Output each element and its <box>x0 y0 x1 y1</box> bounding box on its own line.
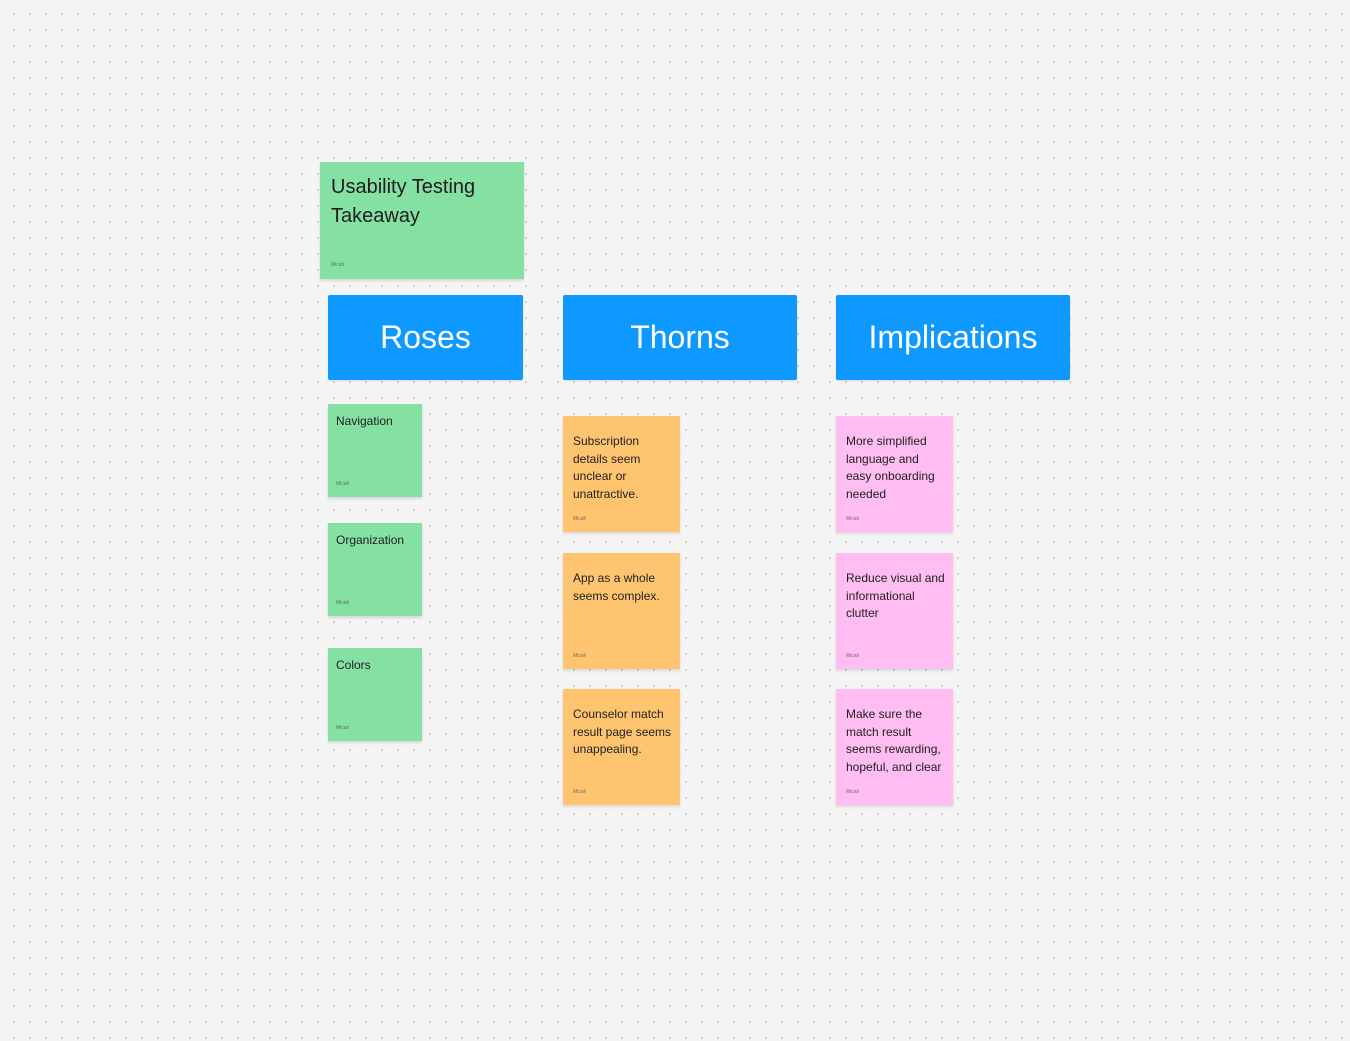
sticky-author: Micah <box>573 516 587 522</box>
sticky-author: Micah <box>846 516 860 522</box>
sticky-text: More simplified language and easy onboar… <box>846 434 935 501</box>
header-thorns[interactable]: Thorns <box>563 295 797 380</box>
header-implications-label: Implications <box>868 319 1038 355</box>
sticky-author: Micah <box>846 653 860 659</box>
sticky-text: Counselor match result page seems unappe… <box>573 707 672 756</box>
rose-note-colors[interactable]: Colors Micah <box>328 648 422 741</box>
sticky-text: Make sure the match result seems rewardi… <box>846 707 942 774</box>
title-sticky-note[interactable]: Usability Testing Takeaway Micah <box>320 162 524 279</box>
sticky-author: Micah <box>336 725 350 731</box>
sticky-author: Micah <box>336 481 350 487</box>
sticky-author: Micah <box>846 789 860 795</box>
thorn-note-match-result[interactable]: Counselor match result page seems unappe… <box>563 689 680 805</box>
header-roses[interactable]: Roses <box>328 295 523 380</box>
header-thorns-label: Thorns <box>630 319 730 355</box>
sticky-author: Micah <box>331 262 345 268</box>
sticky-text: App as a whole seems complex. <box>573 571 660 603</box>
rose-note-navigation[interactable]: Navigation Micah <box>328 404 422 497</box>
sticky-text: Navigation <box>336 414 393 428</box>
thorn-note-complex[interactable]: App as a whole seems complex. Micah <box>563 553 680 669</box>
header-roses-label: Roses <box>380 319 471 355</box>
header-implications[interactable]: Implications <box>836 295 1070 380</box>
thorn-note-subscription[interactable]: Subscription details seem unclear or una… <box>563 416 680 532</box>
rose-note-organization[interactable]: Organization Micah <box>328 523 422 616</box>
sticky-text: Colors <box>336 658 371 672</box>
sticky-author: Micah <box>336 600 350 606</box>
sticky-text: Reduce visual and informational clutter <box>846 571 945 620</box>
sticky-text: Subscription details seem unclear or una… <box>573 434 641 501</box>
sticky-text: Organization <box>336 533 405 547</box>
implication-note-simplified-language[interactable]: More simplified language and easy onboar… <box>836 416 953 532</box>
board-title: Usability Testing Takeaway <box>331 176 476 227</box>
sticky-author: Micah <box>573 789 587 795</box>
implication-note-reduce-clutter[interactable]: Reduce visual and informational clutter … <box>836 553 953 669</box>
implication-note-rewarding-result[interactable]: Make sure the match result seems rewardi… <box>836 689 953 805</box>
sticky-author: Micah <box>573 653 587 659</box>
